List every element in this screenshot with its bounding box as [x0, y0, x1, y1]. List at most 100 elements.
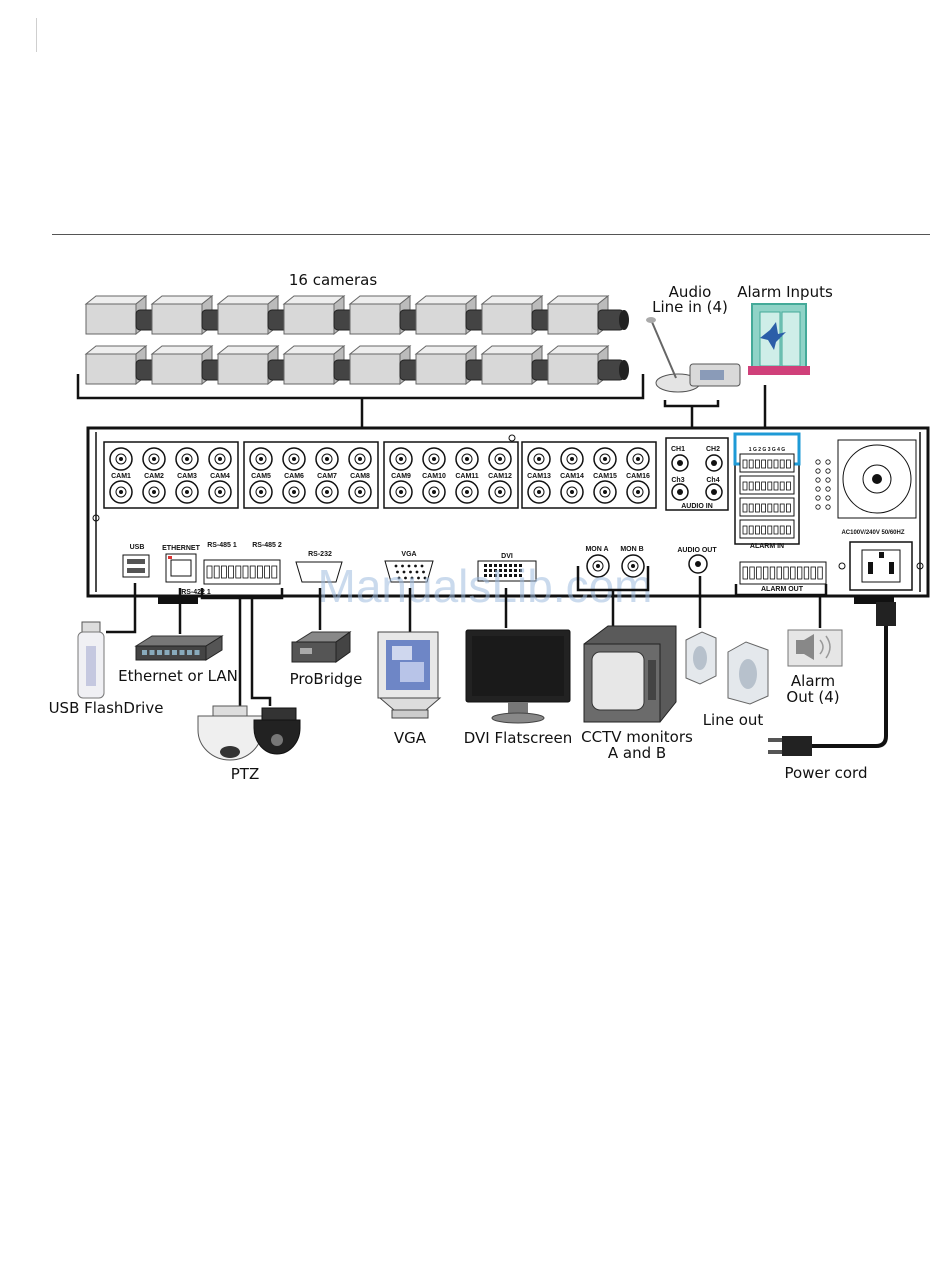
alarm-window-icon — [748, 303, 810, 375]
panel-label-ch4: Ch4 — [706, 477, 719, 484]
panel-label-ch2: CH2 — [706, 446, 720, 453]
rs485-terminal-icon — [203, 559, 281, 585]
panel-label-audio-out: AUDIO OUT — [677, 547, 717, 554]
cctv-cable — [576, 566, 650, 626]
camera-icon — [282, 294, 365, 336]
label-audio: Audio — [669, 283, 712, 301]
panel-label-cam: CAM1 — [111, 473, 131, 480]
panel-label-cam: CAM11 — [455, 473, 478, 480]
label-probridge: ProBridge — [290, 670, 363, 688]
label-ptz: PTZ — [231, 765, 259, 783]
panel-label-cam: CAM14 — [560, 473, 584, 480]
panel-label-rs485-2: RS-485 2 — [252, 542, 282, 549]
audio-in-block — [665, 437, 729, 511]
microphone-icon — [646, 317, 741, 393]
bnc-group-frame — [103, 441, 239, 509]
camera-bracket-cable — [76, 374, 645, 432]
speakers-icon — [685, 631, 769, 705]
panel-label-cam: CAM5 — [251, 473, 271, 480]
power-plug-icon — [768, 602, 896, 756]
label-ethernet-lan: Ethernet or LAN — [118, 667, 238, 685]
vga-port-icon — [384, 560, 434, 583]
alarm-out-terminal-icon — [739, 561, 827, 585]
panel-label-cam: CAM15 — [593, 473, 617, 480]
label-vga: VGA — [394, 729, 427, 747]
label-dvi-flatscreen: DVI Flatscreen — [464, 729, 572, 747]
panel-label-alarm-out: ALARM OUT — [761, 586, 804, 593]
panel-label-cam: CAM13 — [527, 473, 551, 480]
label-16-cameras: 16 cameras — [289, 271, 377, 289]
panel-label-usb: USB — [130, 544, 145, 551]
header-rule — [52, 234, 930, 235]
panel-label-ch1: CH1 — [671, 446, 685, 453]
panel-label-vga: VGA — [401, 551, 416, 558]
usb-cable — [106, 583, 137, 634]
panel-label-ethernet: ETHERNET — [162, 545, 200, 552]
panel-label-mon-a: MON A — [585, 546, 608, 553]
label-line-out: Line out — [703, 711, 764, 729]
alarm-out-cable — [734, 584, 828, 628]
label-cctv-2: A and B — [608, 744, 666, 762]
monitor-bnc-icons — [586, 554, 645, 578]
label-usb-flashdrive: USB FlashDrive — [49, 699, 164, 717]
camera-icon — [480, 344, 563, 386]
panel-label-cam: CAM2 — [144, 473, 164, 480]
camera-icon — [546, 344, 629, 386]
panel-label-cam: CAM8 — [350, 473, 370, 480]
page-edge-mark — [36, 18, 37, 52]
label-cctv-1: CCTV monitors — [581, 728, 693, 746]
panel-label-rs232: RS-232 — [308, 551, 332, 558]
panel-label-mon-b: MON B — [620, 546, 643, 553]
panel-label-cam: CAM12 — [488, 473, 512, 480]
alarm-in-terminal — [733, 432, 801, 545]
fan-grille-icon — [815, 439, 917, 519]
bnc-group-frame — [383, 441, 519, 509]
watermark: ManualsLib.com — [318, 560, 653, 612]
panel-label-alarm-in-pins: 1 G 2 G 3 G 4 G — [749, 447, 786, 453]
cctv-monitor-icon — [583, 625, 677, 723]
network-switch-icon — [134, 635, 224, 661]
label-power-cord: Power cord — [785, 764, 868, 782]
label-alarm: Alarm — [791, 672, 835, 690]
camera-icon — [348, 294, 431, 336]
ptz-camera-icon — [197, 705, 301, 761]
dvi-flatscreen-icon — [465, 629, 571, 724]
camera-icon — [216, 294, 299, 336]
label-line-in: Line in (4) — [652, 298, 728, 316]
panel-label-alarm-in: ALARM IN — [750, 543, 784, 550]
panel-label-rs422: RS-422 1 — [181, 589, 211, 596]
label-alarm-inputs: Alarm Inputs — [737, 283, 833, 301]
panel-label-cam: CAM3 — [177, 473, 197, 480]
panel-label-rs485-1: RS-485 1 — [207, 542, 237, 549]
usb-port-icon — [122, 554, 150, 578]
audio-out-jack-icon — [688, 554, 708, 574]
ptz-cable — [238, 598, 272, 706]
rs232-port-icon — [295, 561, 343, 583]
panel-label-power-rating: AC100V/240V 50/60HZ — [841, 530, 904, 536]
usb-flashdrive-icon — [77, 621, 105, 699]
panel-label-cam: CAM7 — [317, 473, 337, 480]
panel-label-dvi: DVI — [501, 553, 513, 560]
vga-monitor-icon — [377, 631, 442, 719]
label-out-4: Out (4) — [786, 688, 839, 706]
panel-label-cam: CAM16 — [626, 473, 650, 480]
dvi-port-icon — [477, 560, 537, 582]
probridge-icon — [291, 631, 352, 663]
alarm-siren-icon — [787, 629, 843, 667]
rs485-bracket — [200, 588, 284, 600]
panel-label-audio-in: AUDIO IN — [681, 503, 713, 510]
camera-icon — [546, 294, 629, 336]
bnc-group-frame — [243, 441, 379, 509]
alarm-in-pins — [742, 459, 791, 535]
power-cable — [812, 604, 888, 748]
panel-label-cam: CAM6 — [284, 473, 304, 480]
panel-label-ch3: Ch3 — [671, 477, 684, 484]
panel-label-cam: CAM10 — [422, 473, 446, 480]
power-inlet-icon — [838, 541, 924, 591]
panel-label-cam: CAM4 — [210, 473, 230, 480]
bnc-group-frame — [521, 441, 657, 509]
camera-grid — [84, 294, 629, 386]
ethernet-port-icon — [165, 553, 197, 583]
